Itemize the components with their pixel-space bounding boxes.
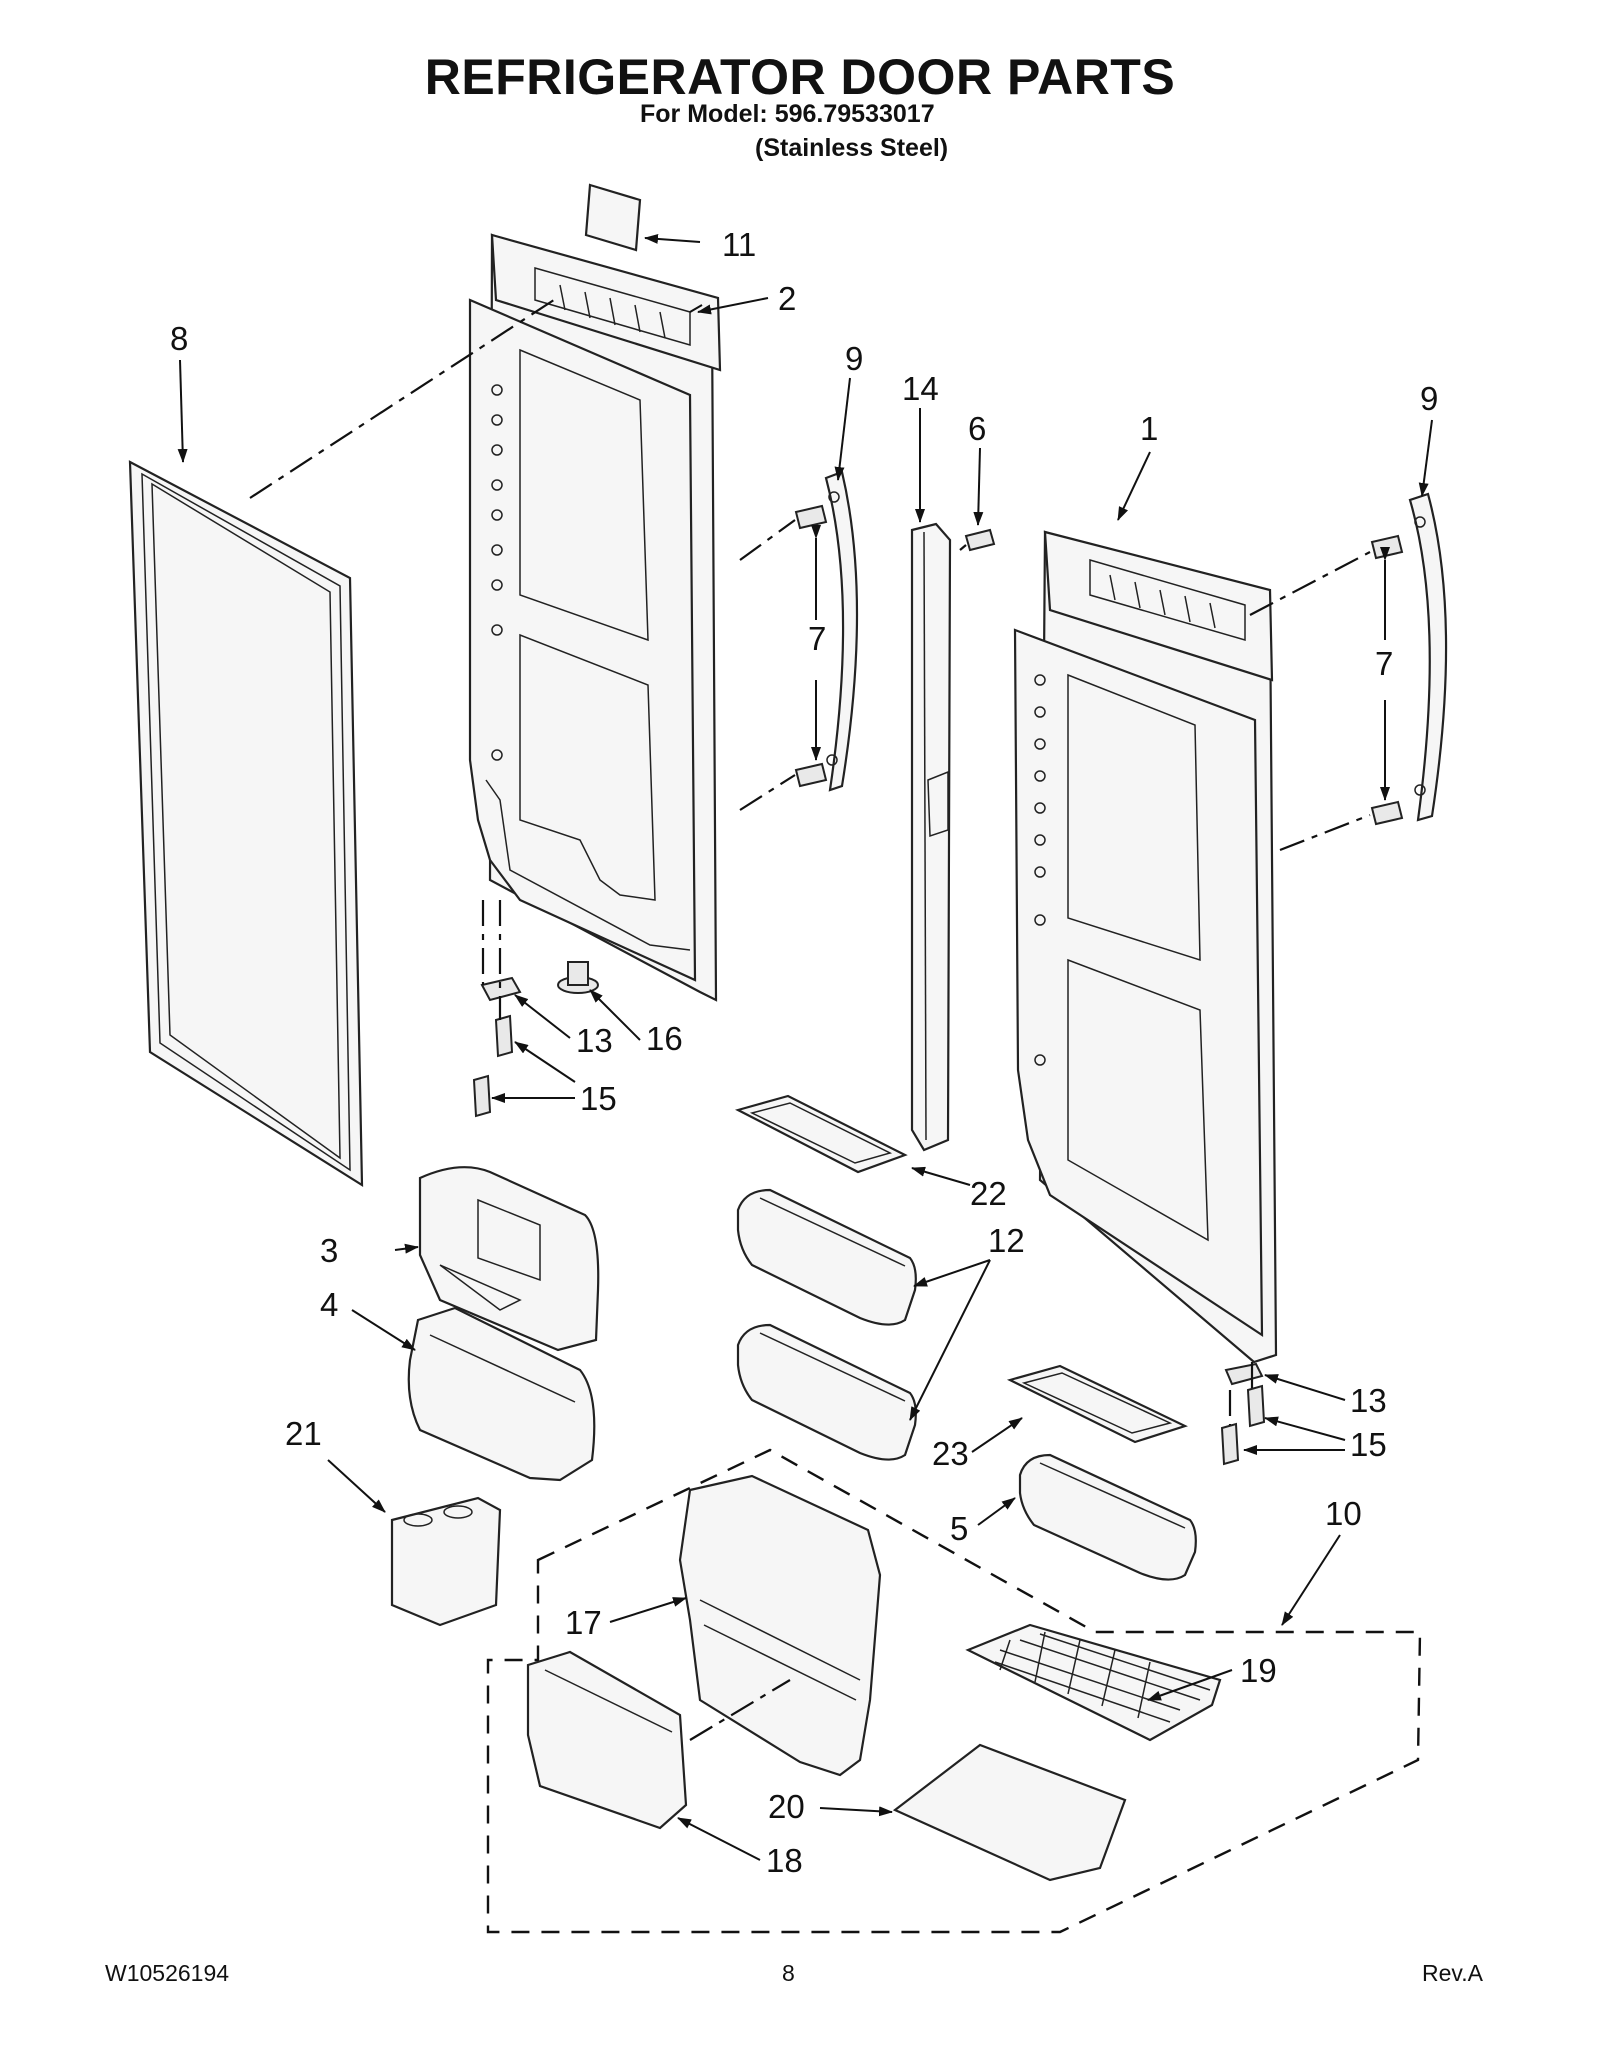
callout-10: 10: [1325, 1495, 1362, 1532]
callout-9-left: 9: [845, 340, 863, 377]
shelf-insert-part-22: [735, 1094, 908, 1174]
callout-18: 18: [766, 1842, 803, 1879]
alignment-lines: [249, 295, 1371, 1741]
callout-5: 5: [950, 1510, 968, 1547]
callout-arrows: [177, 233, 1433, 1861]
callout-8: 8: [170, 320, 188, 357]
callout-14: 14: [902, 370, 939, 407]
page-title: REFRIGERATOR DOOR PARTS: [424, 49, 1176, 105]
right-door-part-1: [1013, 530, 1278, 1364]
hinge-screw-left-upper-part-15: [494, 1014, 514, 1058]
right-shelf-notch-column: [1034, 674, 1046, 1066]
callout-13-left: 13: [576, 1022, 613, 1059]
callout-3: 3: [320, 1232, 338, 1269]
callout-6: 6: [968, 410, 986, 447]
right-door-handle-part-9: [1408, 492, 1448, 822]
callout-labels: 8 11 2 9 7 14 6 1 9 7 13 16 15 22 12 3 4…: [170, 226, 1438, 1879]
handle-screw-lower-right: [1370, 800, 1404, 826]
hinge-screw-left-lower-part-15: [472, 1074, 492, 1118]
model-line: For Model: 596.79533017: [640, 100, 935, 128]
callout-19: 19: [1240, 1652, 1277, 1689]
callout-9-right: 9: [1420, 380, 1438, 417]
dispenser-tray-part-20: [892, 1743, 1127, 1882]
callout-7-left: 7: [808, 620, 826, 657]
page-number: 8: [782, 1960, 795, 1986]
callout-15-left: 15: [580, 1080, 617, 1117]
shelf-notch-column: [491, 384, 503, 761]
callout-13-right: 13: [1350, 1382, 1387, 1419]
callout-23: 23: [932, 1435, 969, 1472]
mullion-screw-part-6: [964, 528, 996, 552]
dispenser-cover-part-3: [418, 1166, 600, 1352]
ice-bucket-part-21: [390, 1496, 502, 1627]
handle-screw-upper-left: [794, 504, 828, 530]
hinge-washer-left-part-13: [480, 976, 522, 1002]
hinge-screw-right-upper-part-15: [1246, 1384, 1266, 1428]
door-bin-part-5: [1018, 1453, 1197, 1581]
callout-16: 16: [646, 1020, 683, 1057]
callout-15-right: 15: [1350, 1426, 1387, 1463]
dispenser-bin-part-4: [407, 1306, 596, 1482]
callout-12: 12: [988, 1222, 1025, 1259]
dispenser-housing-part-17: [678, 1474, 882, 1777]
label-part-11: [584, 183, 642, 252]
hinge-pin-part-16: [557, 961, 599, 994]
dispenser-assembly-outline-part-10: [486, 1448, 1422, 1934]
callout-2: 2: [778, 280, 796, 317]
drip-bucket-part-18: [526, 1650, 688, 1830]
callout-17: 17: [565, 1604, 602, 1641]
callout-1: 1: [1140, 410, 1158, 447]
callout-21: 21: [285, 1415, 322, 1452]
callout-7-right: 7: [1375, 645, 1393, 682]
doc-number: W10526194: [105, 1960, 230, 1986]
door-bin-upper-part-12: [736, 1188, 917, 1326]
hinge-washer-right-part-13: [1224, 1362, 1264, 1386]
left-door-part-2: [468, 233, 722, 1002]
revision: Rev.A: [1422, 1960, 1483, 1986]
callout-11: 11: [722, 226, 756, 263]
handle-screw-lower-left: [794, 762, 828, 788]
callout-20: 20: [768, 1788, 805, 1825]
hinge-screw-right-lower-part-15: [1220, 1422, 1240, 1466]
finish-line: (Stainless Steel): [755, 134, 949, 162]
callout-4: 4: [320, 1286, 338, 1323]
callout-22: 22: [970, 1175, 1007, 1212]
left-door-handle-part-9: [824, 470, 859, 792]
door-bin-lower-part-12: [736, 1323, 917, 1461]
center-mullion-part-14: [910, 522, 952, 1152]
handle-screw-upper-right: [1370, 534, 1404, 560]
shelf-insert-part-23: [1006, 1364, 1188, 1444]
dispenser-grille-part-19: [965, 1623, 1222, 1742]
door-gasket-part-8: [128, 460, 364, 1188]
